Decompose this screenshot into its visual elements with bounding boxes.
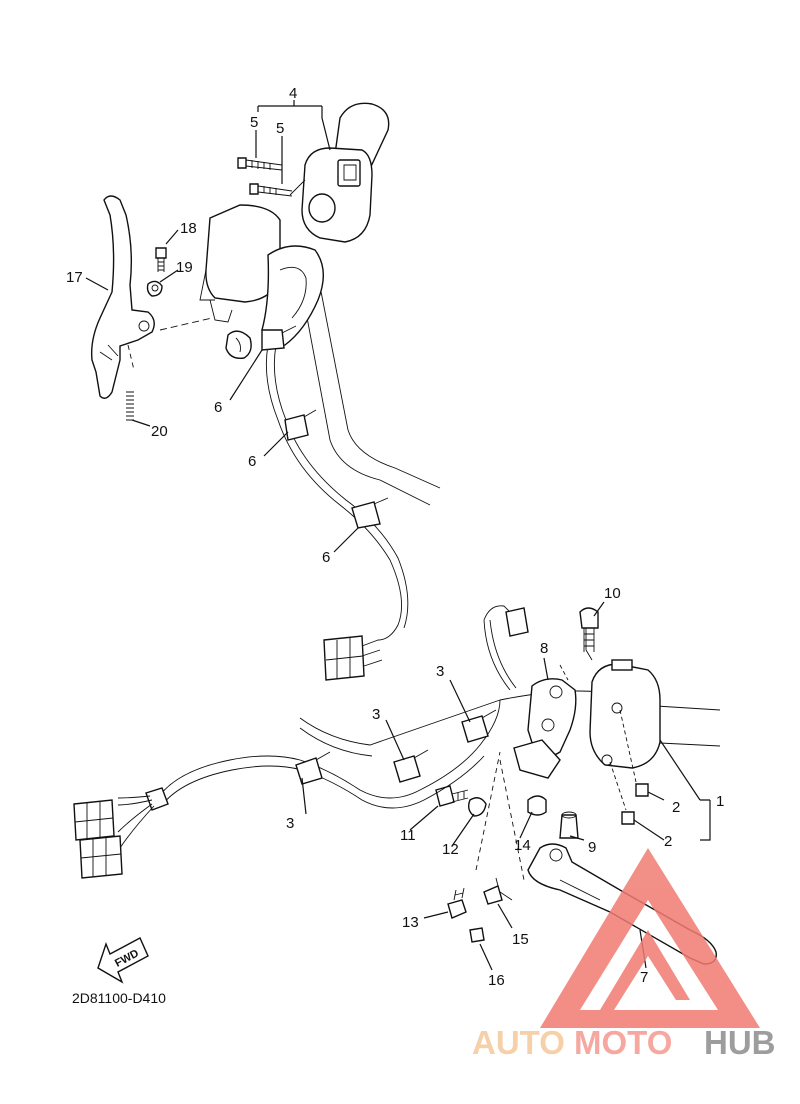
upper-wire-harness xyxy=(261,325,409,681)
watermark-hub: HUB xyxy=(704,1024,776,1061)
label-1: 1 xyxy=(716,793,724,810)
label-3c: 3 xyxy=(286,815,294,832)
label-7: 7 xyxy=(640,969,648,986)
leader-lines xyxy=(85,100,711,971)
diagram-code: 2D81100-D410 xyxy=(72,990,166,1006)
label-16: 16 xyxy=(488,972,505,989)
label-8: 8 xyxy=(540,640,548,657)
label-20: 20 xyxy=(151,423,168,440)
screws-5 xyxy=(237,157,293,197)
label-3a: 3 xyxy=(436,663,444,680)
label-15: 15 xyxy=(512,931,529,948)
label-3b: 3 xyxy=(372,706,380,723)
right-switch-assembly xyxy=(289,147,373,243)
brake-cable-connector xyxy=(483,605,529,691)
watermark-triangle-icon xyxy=(540,848,760,1028)
label-19: 19 xyxy=(176,259,193,276)
label-9: 9 xyxy=(588,839,596,856)
label-4: 4 xyxy=(289,85,297,102)
clutch-lever xyxy=(90,195,213,399)
label-6b: 6 xyxy=(248,453,256,470)
label-2b: 2 xyxy=(664,833,672,850)
label-6c: 6 xyxy=(322,549,330,566)
label-18: 18 xyxy=(180,220,197,237)
label-6a: 6 xyxy=(214,399,222,416)
label-12: 12 xyxy=(442,841,459,858)
clutch-lever-holder xyxy=(199,204,324,359)
brake-master-bracket xyxy=(513,607,599,779)
label-14: 14 xyxy=(514,837,531,854)
left-switch-assembly xyxy=(589,659,661,825)
label-5b: 5 xyxy=(276,120,284,137)
label-11: 11 xyxy=(400,827,416,844)
watermark-moto: MOTO xyxy=(574,1024,672,1061)
label-17: 17 xyxy=(66,269,83,286)
part-labels: 4 5 5 18 19 17 20 6 6 6 10 8 3 3 3 1 2 2… xyxy=(66,85,724,989)
watermark-auto: AUTO xyxy=(472,1024,565,1061)
watermark-logo: AUTO MOTO HUB xyxy=(472,848,776,1061)
lower-wire-harness xyxy=(73,699,501,879)
fwd-arrow-icon: FWD xyxy=(97,937,149,984)
label-2a: 2 xyxy=(672,799,680,816)
small-hardware-18-19-20 xyxy=(126,247,167,421)
label-10: 10 xyxy=(604,585,621,602)
label-5a: 5 xyxy=(250,114,258,131)
label-13: 13 xyxy=(402,914,419,931)
